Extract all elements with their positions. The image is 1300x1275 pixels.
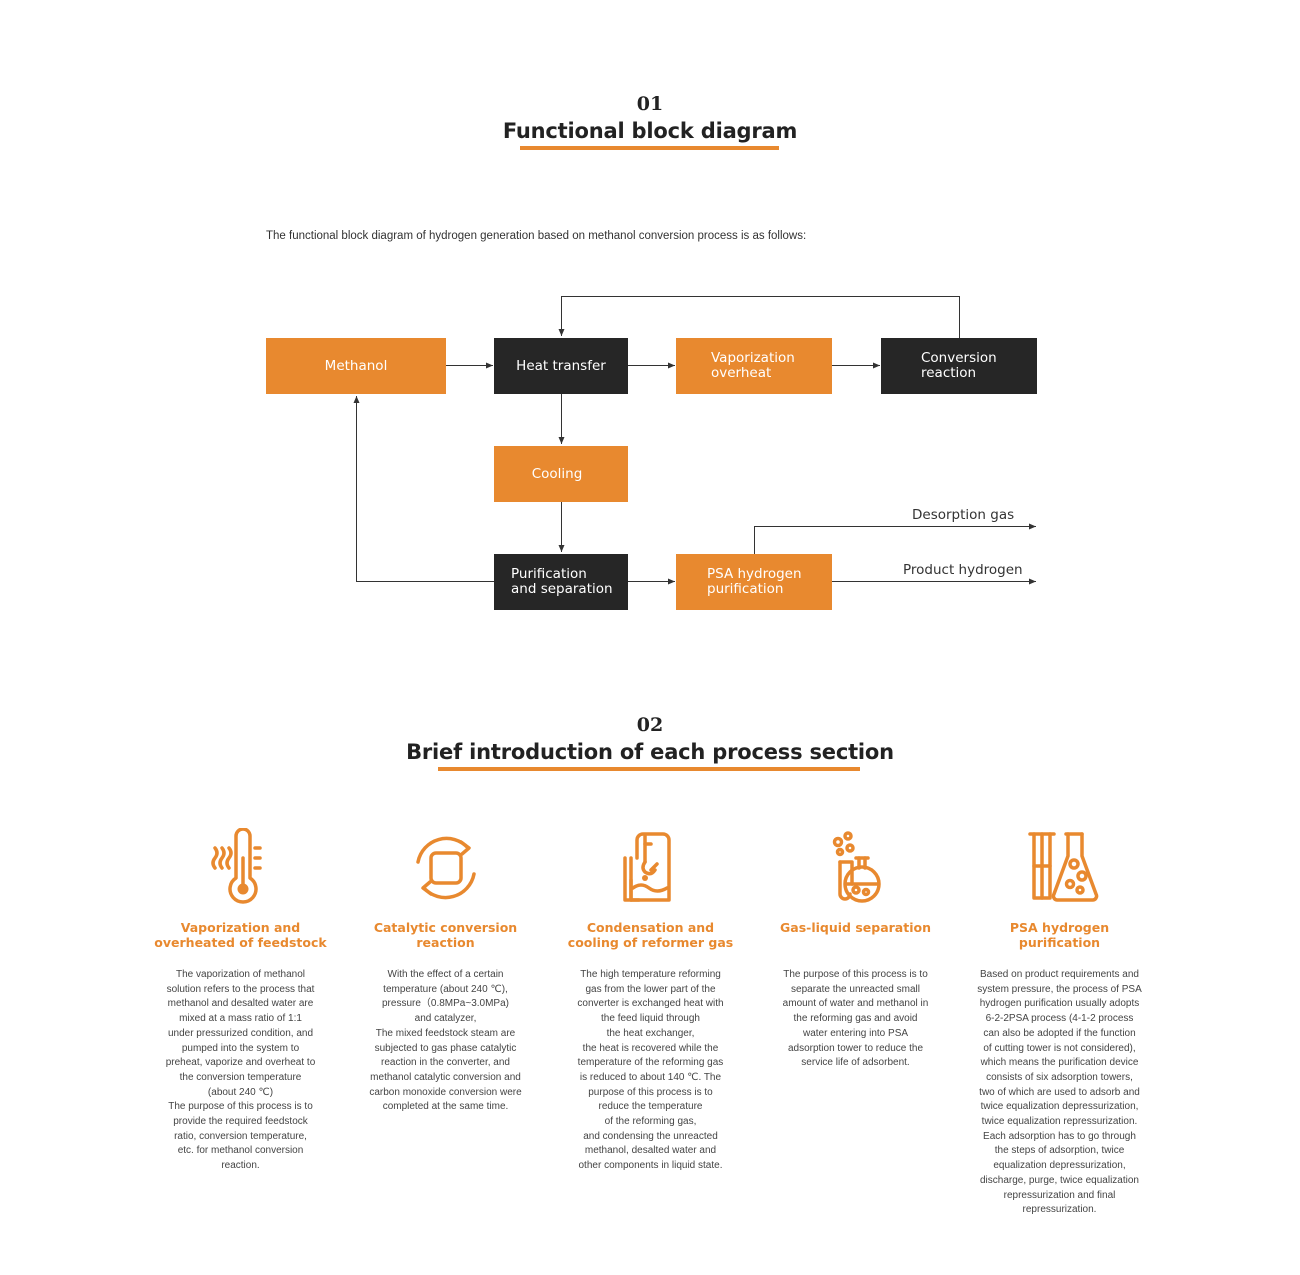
node-heat-transfer-label: Heat transfer (516, 357, 606, 374)
output-desorption-gas: Desorption gas (912, 507, 1015, 523)
node-conversion-label: Conversion reaction (921, 350, 997, 381)
section2-title: Brief introduction of each process secti… (406, 740, 894, 764)
section2-underline (438, 767, 860, 771)
section1-title: Functional block diagram (502, 119, 798, 143)
process-card-condensation: Condensation and cooling of reformer gas… (563, 828, 738, 1171)
node-purification-separation: Purification and separation (494, 554, 628, 610)
card-description: The vaporization of methanol solution re… (165, 969, 316, 1172)
card-title: Vaporization and overheated of feedstock (154, 920, 327, 950)
card-description: Based on product requirements and system… (977, 969, 1142, 1216)
test-tube-flask-icon (1027, 832, 1098, 902)
node-vaporization-label: Vaporization overheat (711, 350, 795, 381)
section1-heading: 01 Functional block diagram (0, 93, 1300, 145)
edge-purification-methanol-return (353, 396, 494, 582)
output-product-hydrogen: Product hydrogen (903, 562, 1023, 578)
node-cooling-label: Cooling (531, 465, 583, 482)
node-purification-label: Purification and separation (511, 566, 613, 597)
process-card-vaporization: Vaporization and overheated of feedstock… (153, 828, 328, 1171)
edge-conversion-heat-return (558, 296, 960, 338)
process-card-catalytic: Catalytic conversion reaction With the e… (358, 828, 533, 1112)
card-title: PSA hydrogen purification (1009, 920, 1110, 950)
card-title: Gas-liquid separation (780, 920, 931, 935)
node-conversion-reaction: Conversion reaction (881, 338, 1037, 394)
node-psa-label: PSA hydrogen purification (707, 566, 802, 597)
section2-heading: 02 Brief introduction of each process se… (0, 714, 1300, 766)
cycle-reaction-icon (415, 836, 476, 900)
node-vaporization-overheat: Vaporization overheat (676, 338, 832, 394)
card-description: The purpose of this process is to separa… (782, 969, 929, 1069)
node-heat-transfer: Heat transfer (494, 338, 628, 394)
node-methanol: Methanol (266, 338, 446, 394)
section1-underline (520, 146, 779, 150)
node-methanol-label: Methanol (324, 357, 388, 374)
section2-number: 02 (636, 714, 664, 736)
diagram-intro-text: The functional block diagram of hydrogen… (266, 230, 807, 242)
process-card-gas-liquid: Gas-liquid separation The purpose of thi… (768, 828, 943, 1068)
flask-bubbles-icon (832, 831, 881, 903)
card-description: With the effect of a certain temperature… (369, 969, 522, 1113)
thermometer-icon (210, 828, 262, 904)
flow-connectors (353, 296, 1036, 585)
process-card-psa: PSA hydrogen purification Based on produ… (972, 828, 1147, 1215)
edge-psa-desorption (754, 523, 1036, 554)
card-title: Condensation and cooling of reformer gas (567, 920, 734, 950)
node-cooling: Cooling (494, 446, 628, 502)
section1-number: 01 (636, 93, 664, 115)
node-psa-purification: PSA hydrogen purification (676, 554, 832, 610)
card-title: Catalytic conversion reaction (373, 920, 518, 950)
condenser-icon (622, 832, 671, 902)
card-description: The high temperature reforming gas from … (577, 969, 724, 1172)
